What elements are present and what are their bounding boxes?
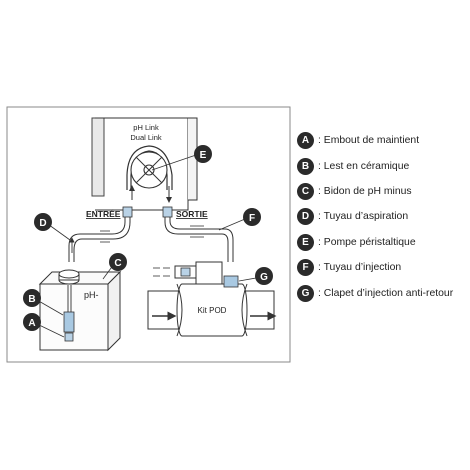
legend-badge-e: E	[297, 233, 314, 251]
legend-text-g: : Clapet d’injection anti-retour	[318, 287, 454, 299]
legend-text-e: : Pompe péristaltique	[318, 236, 416, 248]
svg-text:B: B	[28, 294, 35, 305]
inlet-connector	[122, 206, 133, 218]
callout-c: C	[109, 253, 127, 271]
callout-d: D	[34, 213, 52, 231]
callout-f: F	[243, 208, 261, 226]
canister-label: pH-	[84, 290, 99, 300]
diagram-frame	[6, 106, 291, 363]
suction-tube	[68, 217, 131, 262]
legend-text-d: : Tuyau d’aspiration	[318, 211, 409, 223]
injection-valve-assembly	[153, 261, 223, 285]
legend-text-f: : Tuyau d’injection	[318, 262, 402, 274]
callout-g-leader	[238, 277, 257, 282]
callout-g: G	[255, 267, 273, 285]
callout-a: A	[23, 313, 41, 331]
callout-f-leader	[218, 218, 246, 231]
legend-text-b: : Lest en céramique	[318, 160, 410, 172]
legend-item-a: A : Embout de maintient	[297, 128, 469, 153]
legend-item-g: G : Clapet d’injection anti-retour	[297, 280, 469, 305]
legend-text-a: : Embout de maintient	[318, 135, 420, 147]
legend-item-b: B : Lest en céramique	[297, 153, 469, 178]
legend-badge-a: A	[297, 132, 314, 150]
callout-b-leader	[36, 299, 64, 316]
svg-text:G: G	[260, 272, 268, 283]
legend-item-d: D : Tuyau d’aspiration	[297, 204, 469, 229]
ph-minus-canister	[38, 269, 122, 352]
legend-badge-f: F	[297, 259, 314, 277]
holding-tip	[64, 332, 74, 342]
peristaltic-rotor	[126, 145, 173, 190]
ceramic-weight	[63, 311, 75, 333]
legend-badge-b: B	[297, 157, 314, 175]
svg-text:D: D	[39, 218, 46, 229]
injection-tube	[164, 217, 234, 262]
pump-housing	[91, 117, 198, 211]
svg-text:F: F	[249, 213, 255, 224]
pipe-label: Kit POD	[198, 306, 227, 315]
legend-text-c: : Bidon de pH minus	[318, 185, 412, 197]
anti-return-valve	[223, 275, 239, 288]
callout-b: B	[23, 289, 41, 307]
svg-text:A: A	[28, 318, 35, 329]
pump-label-line1: pH Link	[133, 123, 159, 132]
outlet-connector	[162, 206, 173, 218]
legend-item-c: C : Bidon de pH minus	[297, 179, 469, 204]
callout-e: E	[194, 145, 212, 163]
legend-badge-g: G	[297, 284, 314, 302]
pump-label-line2: Dual Link	[130, 133, 162, 142]
legend-item-f: F : Tuyau d’injection	[297, 255, 469, 280]
kit-pod-pipe	[147, 283, 275, 337]
legend: A : Embout de maintient B : Lest en céra…	[297, 128, 469, 306]
legend-badge-d: D	[297, 208, 314, 226]
callout-e-leader	[151, 154, 197, 171]
svg-text:E: E	[200, 150, 207, 161]
svg-text:C: C	[114, 258, 121, 269]
inlet-label: ENTRÉE	[86, 209, 121, 219]
legend-badge-c: C	[297, 182, 314, 200]
legend-item-e: E : Pompe péristaltique	[297, 230, 469, 255]
outlet-label: SORTIE	[176, 209, 208, 219]
